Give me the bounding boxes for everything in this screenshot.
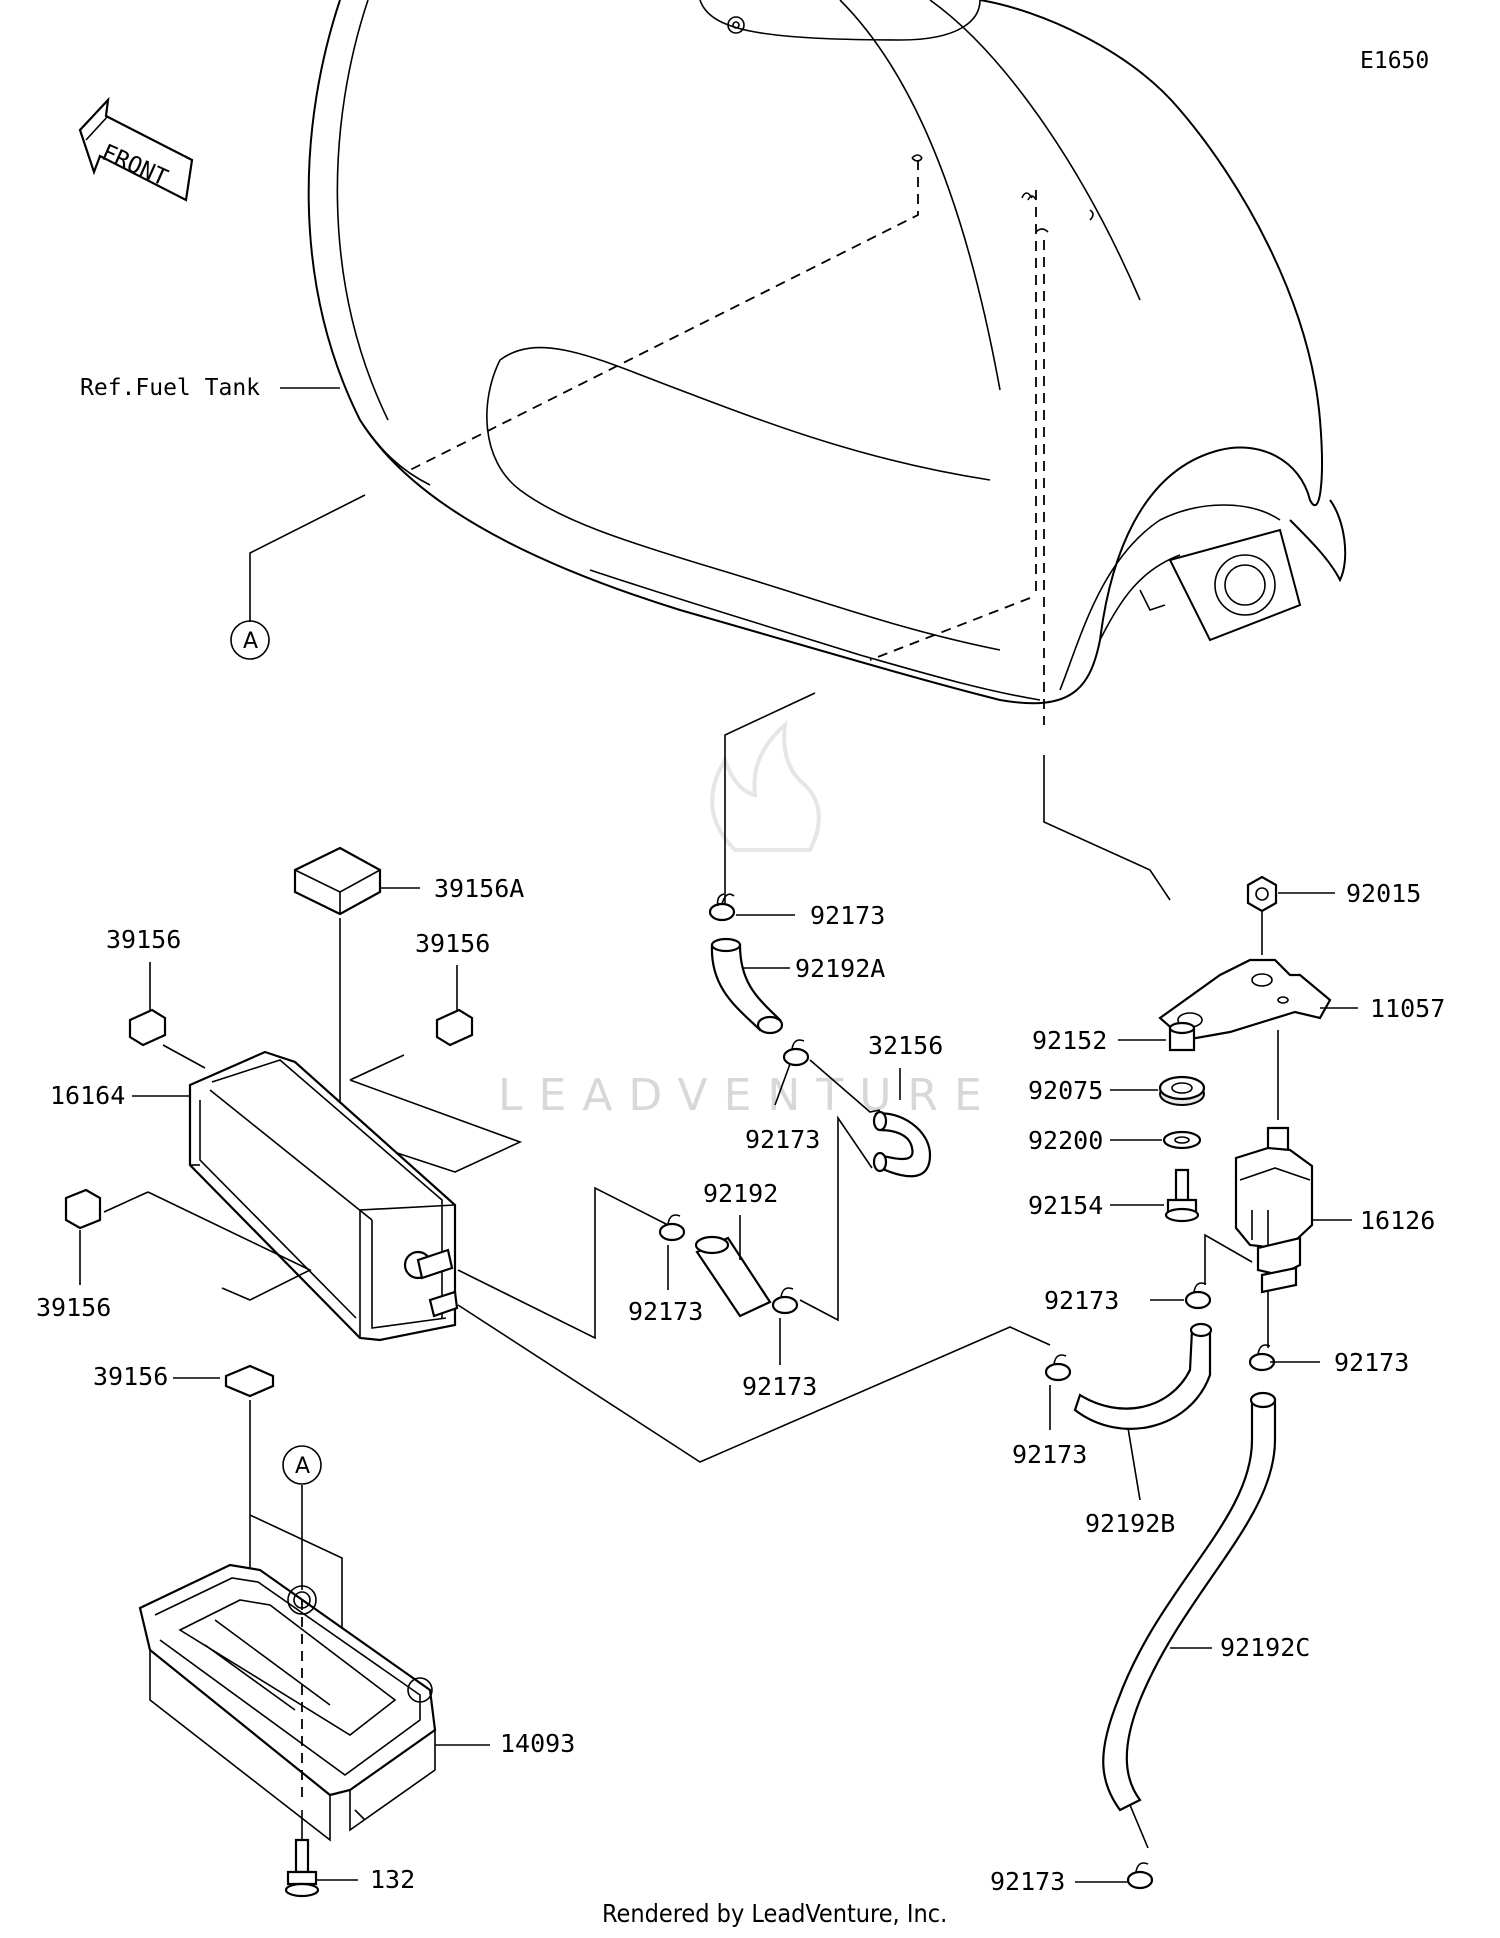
label-92173-b: 92173: [745, 1125, 820, 1154]
clamp-92173-b: 92173: [745, 1039, 881, 1154]
label-92173-h: 92173: [990, 1867, 1065, 1896]
label-92075: 92075: [1028, 1076, 1103, 1105]
watermark: LEADVENTURE: [498, 720, 998, 1121]
label-92154: 92154: [1028, 1191, 1103, 1220]
label-16164: 16164: [50, 1081, 125, 1110]
callout-a-top-text: A: [243, 629, 258, 654]
label-16126: 16126: [1360, 1206, 1435, 1235]
label-92173-d: 92173: [742, 1372, 817, 1401]
front-arrow-icon: FRONT: [78, 96, 194, 202]
clamp-92173-c: 92173: [628, 1214, 703, 1326]
nut-92015: 92015: [1246, 875, 1421, 955]
callout-a-bottom-text: A: [295, 1454, 310, 1479]
leader-tank-11057: [1043, 755, 1171, 901]
clamp-92173-a: 92173: [708, 893, 885, 930]
watermark-text: LEADVENTURE: [498, 1070, 998, 1121]
grommet-92075: 92075: [1028, 1075, 1206, 1106]
hose-92192: 92192: [694, 1179, 778, 1318]
label-92192A: 92192A: [795, 954, 885, 983]
tank-dashed-leaders: [409, 160, 1045, 725]
label-39156-l: 39156: [36, 1293, 111, 1322]
hose-line-canister-92173: [457, 1304, 1051, 1463]
label-92015: 92015: [1346, 879, 1421, 908]
label-32156: 32156: [868, 1031, 943, 1060]
washer-92200: 92200: [1028, 1126, 1202, 1155]
part-39156-tr: 39156: [349, 929, 523, 1173]
diagram-code: E1650: [1360, 48, 1429, 74]
part-39156-tl: 39156: [106, 925, 206, 1069]
label-39156-tr: 39156: [415, 929, 490, 958]
label-39156-tl: 39156: [106, 925, 181, 954]
label-92200: 92200: [1028, 1126, 1103, 1155]
fuel-tank-outline: [307, 0, 1347, 705]
part-39156-l: 39156: [36, 1188, 312, 1322]
tray-14093: 14093: [138, 1563, 575, 1842]
label-14093: 14093: [500, 1729, 575, 1758]
clamp-92173-f: 92173: [1044, 1233, 1253, 1315]
hose-92192A: 92192A: [710, 937, 885, 1035]
label-92173-g: 92173: [1334, 1348, 1409, 1377]
clamp-92173-h: 92173: [990, 1862, 1154, 1896]
part-39156-b: 39156: [93, 1362, 275, 1580]
label-39156-b: 39156: [93, 1362, 168, 1391]
label-92173-e: 92173: [1012, 1440, 1087, 1469]
clamp-92173-d: 92173: [742, 1287, 817, 1401]
label-92192C: 92192C: [1220, 1633, 1310, 1662]
label-92173-a: 92173: [810, 901, 885, 930]
clamp-92173-g: 92173: [1248, 1282, 1409, 1377]
collar-92152: 92152: [1032, 1021, 1196, 1055]
hose-line-canister-92192: [457, 1186, 669, 1340]
hose-92192B: 92192B: [1073, 1322, 1213, 1538]
label-92152: 92152: [1032, 1026, 1107, 1055]
label-11057: 11057: [1370, 994, 1445, 1023]
hose-92192C: 92192C: [1102, 1391, 1310, 1849]
label-92192B: 92192B: [1085, 1509, 1175, 1538]
callout-a-top: A: [230, 494, 366, 660]
bolt-92154: 92154: [1028, 1168, 1200, 1223]
label-92192: 92192: [703, 1179, 778, 1208]
footer-text: Rendered by LeadVenture, Inc.: [602, 1899, 947, 1928]
bolt-132: 132: [284, 1600, 415, 1898]
part-39156A: 39156A: [293, 846, 524, 1103]
reference-label: Ref.Fuel Tank: [80, 375, 260, 401]
bracket-11057: 11057: [1158, 958, 1445, 1120]
callout-a-bottom: A: [249, 1445, 343, 1710]
clamp-92173-e: 92173: [1012, 1354, 1087, 1469]
label-39156A: 39156A: [434, 874, 524, 903]
label-92173-f: 92173: [1044, 1286, 1119, 1315]
label-92173-c: 92173: [628, 1297, 703, 1326]
valve-16126: 16126: [1234, 1126, 1435, 1294]
canister-16164: 16164: [50, 1050, 459, 1342]
hose-32156: 32156: [799, 1031, 943, 1322]
leader-tank-92173: [724, 692, 816, 905]
label-132: 132: [370, 1865, 415, 1894]
